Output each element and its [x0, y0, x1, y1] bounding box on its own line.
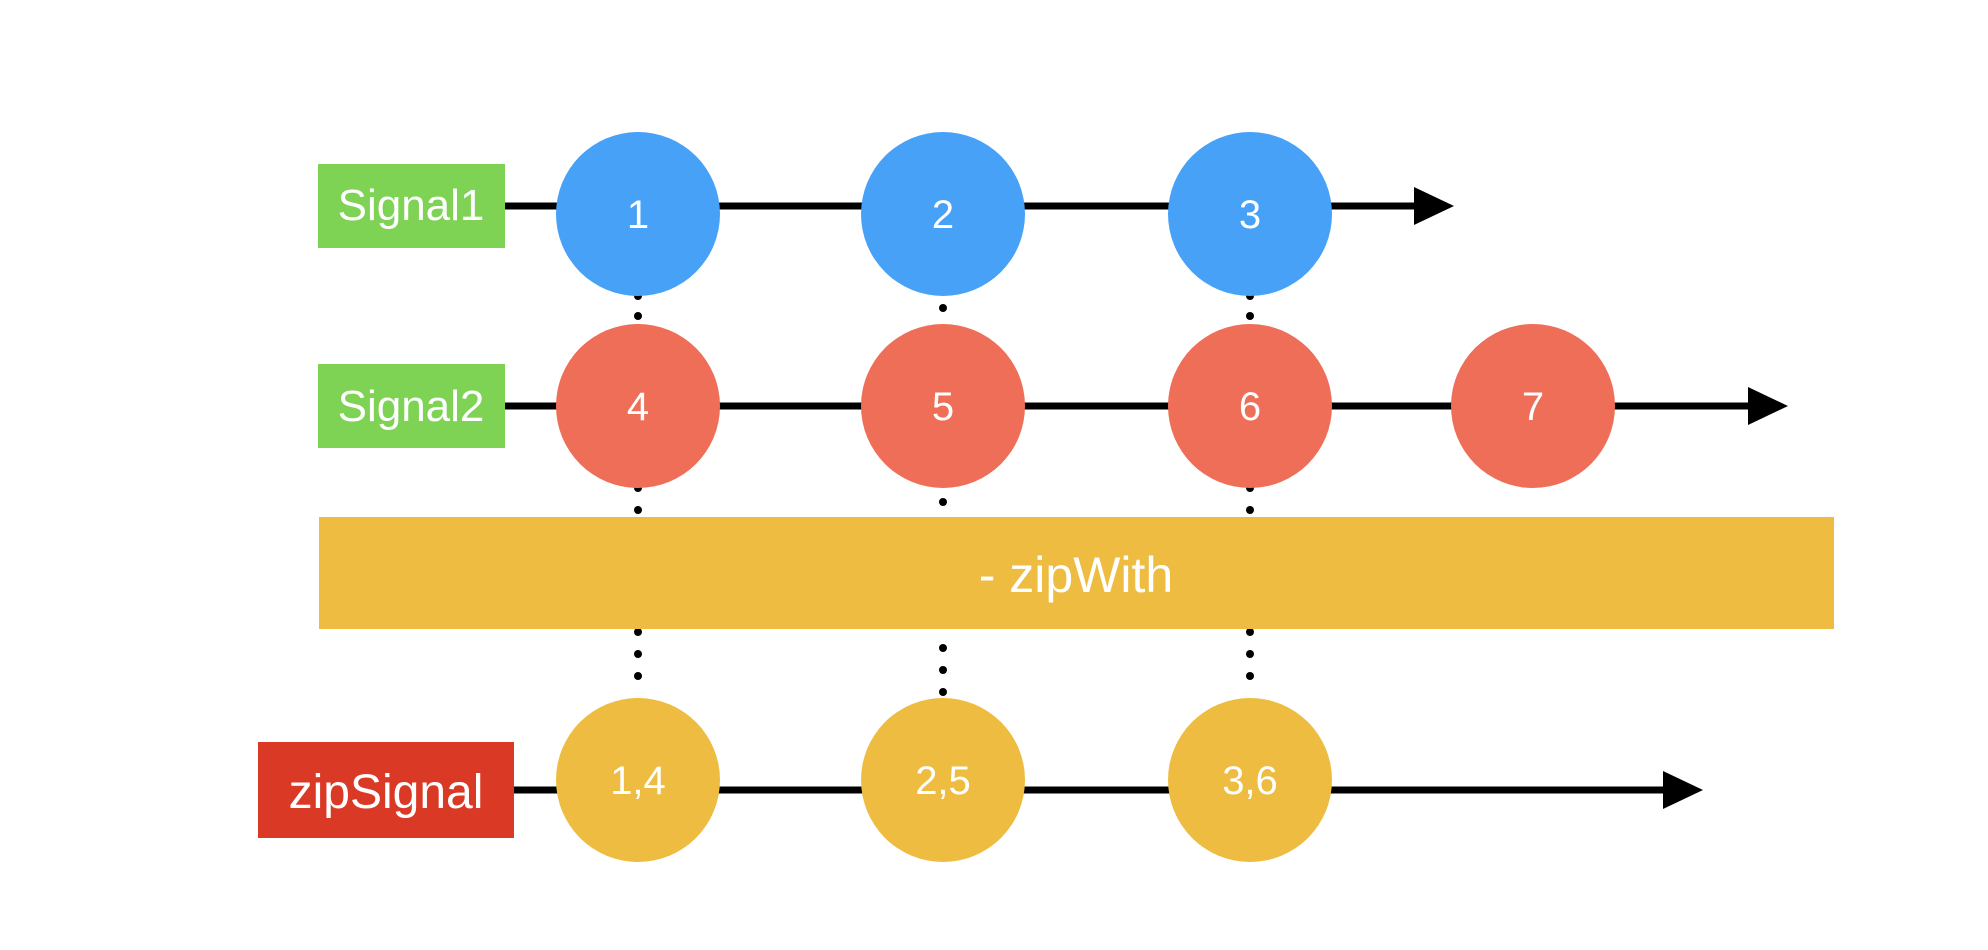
zipsignal-label: zipSignal — [289, 766, 484, 819]
marble-label: 7 — [1522, 385, 1544, 429]
zipsignal-label-box — [258, 742, 514, 838]
marble-label: 6 — [1239, 385, 1261, 429]
signal2-label-box — [318, 364, 505, 448]
marble-label: 5 — [932, 385, 954, 429]
marble-signal2-7: 7 — [1451, 324, 1615, 488]
marble-zipsignal-1-4: 1,4 — [556, 698, 720, 862]
marble-signal1-1: 1 — [556, 132, 720, 296]
signal2-arrowhead — [1748, 387, 1788, 425]
marble-signal2-6: 6 — [1168, 324, 1332, 488]
marble-signal1-2: 2 — [861, 132, 1025, 296]
marble-label: 3 — [1239, 193, 1261, 237]
marble-label: 2 — [932, 193, 954, 237]
operator-label: - zipWith — [979, 547, 1173, 603]
marble-zipsignal-3-6: 3,6 — [1168, 698, 1332, 862]
marble-label: 1 — [627, 193, 649, 237]
dotted-connectors — [634, 292, 1254, 696]
marble-signal2-4: 4 — [556, 324, 720, 488]
zipsignal-arrowhead — [1663, 771, 1703, 809]
operator-box — [319, 517, 1834, 629]
marble-label: 4 — [627, 385, 649, 429]
marble-label: 2,5 — [915, 759, 971, 803]
signal1-arrowhead — [1414, 187, 1454, 225]
marble-label: 3,6 — [1222, 759, 1278, 803]
signal1-label: Signal1 — [338, 181, 485, 230]
signal2-label: Signal2 — [338, 382, 485, 431]
signal1-label-box — [318, 164, 505, 248]
marble-zipsignal-2-5: 2,5 — [861, 698, 1025, 862]
marble-signal2-5: 5 — [861, 324, 1025, 488]
marble-signal1-3: 3 — [1168, 132, 1332, 296]
marble-label: 1,4 — [610, 759, 666, 803]
